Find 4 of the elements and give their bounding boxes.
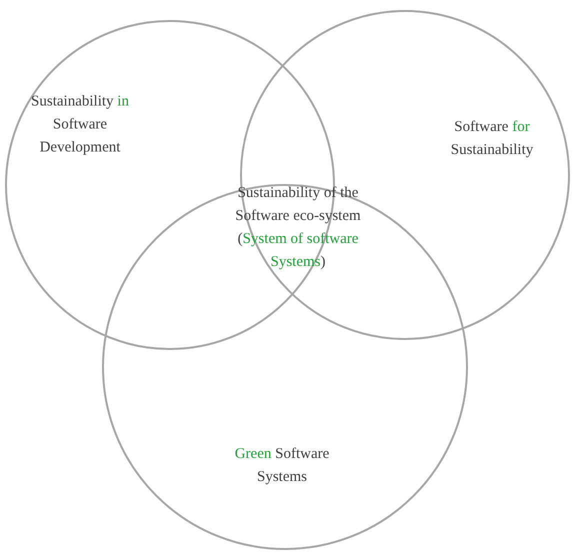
circle-label: Software for Sustainability bbox=[450, 118, 534, 160]
intersection-label: Sustainability of the Software eco-system (System of software Systems) bbox=[234, 184, 362, 272]
circle-label: Green Software Systems bbox=[234, 445, 330, 487]
circle-label: Sustainability in Software Development bbox=[30, 92, 130, 158]
